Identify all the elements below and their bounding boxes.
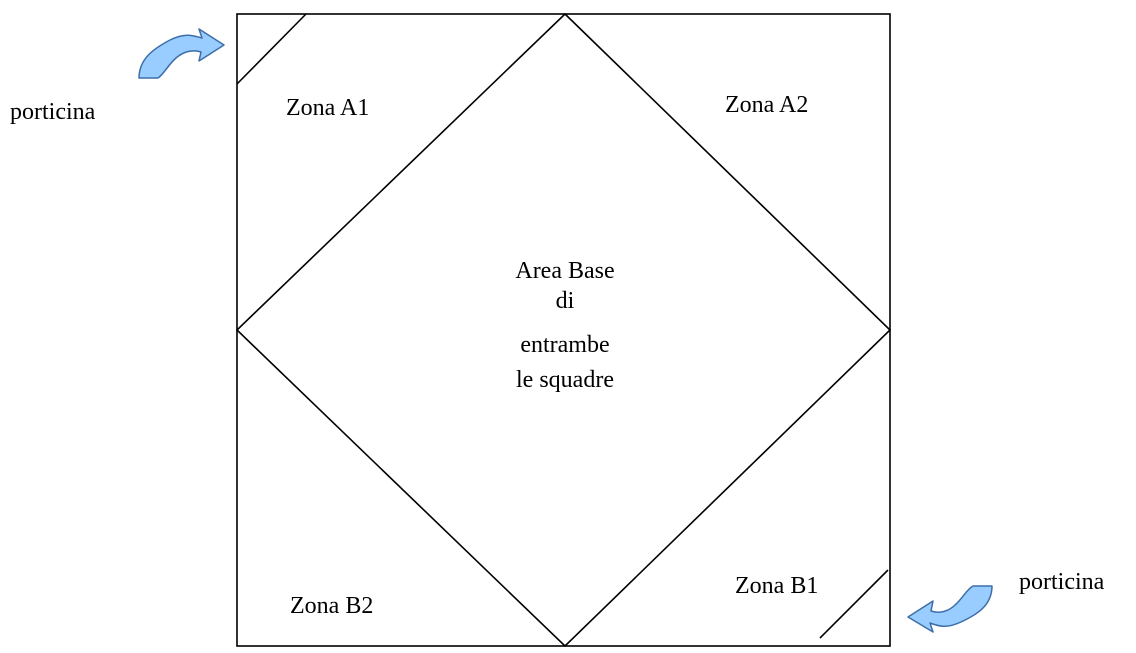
- door-arrow-right: [907, 585, 993, 633]
- curved-arrow-icon: [907, 585, 993, 633]
- base-area-diamond: [235, 12, 892, 648]
- zone-a2-label: Zona A2: [725, 92, 808, 118]
- curved-arrow-icon: [138, 28, 225, 79]
- zone-b2-label: Zona B2: [290, 593, 373, 619]
- base-area-label-line-3: entrambe: [520, 332, 609, 358]
- zone-a1-label: Zona A1: [286, 95, 369, 121]
- base-area-label-line-1: Area Base: [515, 258, 614, 284]
- door-label-right: porticina: [1019, 569, 1105, 595]
- base-area-label-line-4: le squadre: [516, 367, 614, 393]
- zone-b1-label: Zona B1: [735, 573, 818, 599]
- door-label-left: porticina: [10, 99, 96, 125]
- door-line-top-left: [236, 13, 307, 85]
- door-arrow-left: [138, 28, 225, 79]
- base-area-label-line-2: di: [556, 288, 575, 314]
- door-line-bottom-right: [819, 569, 889, 639]
